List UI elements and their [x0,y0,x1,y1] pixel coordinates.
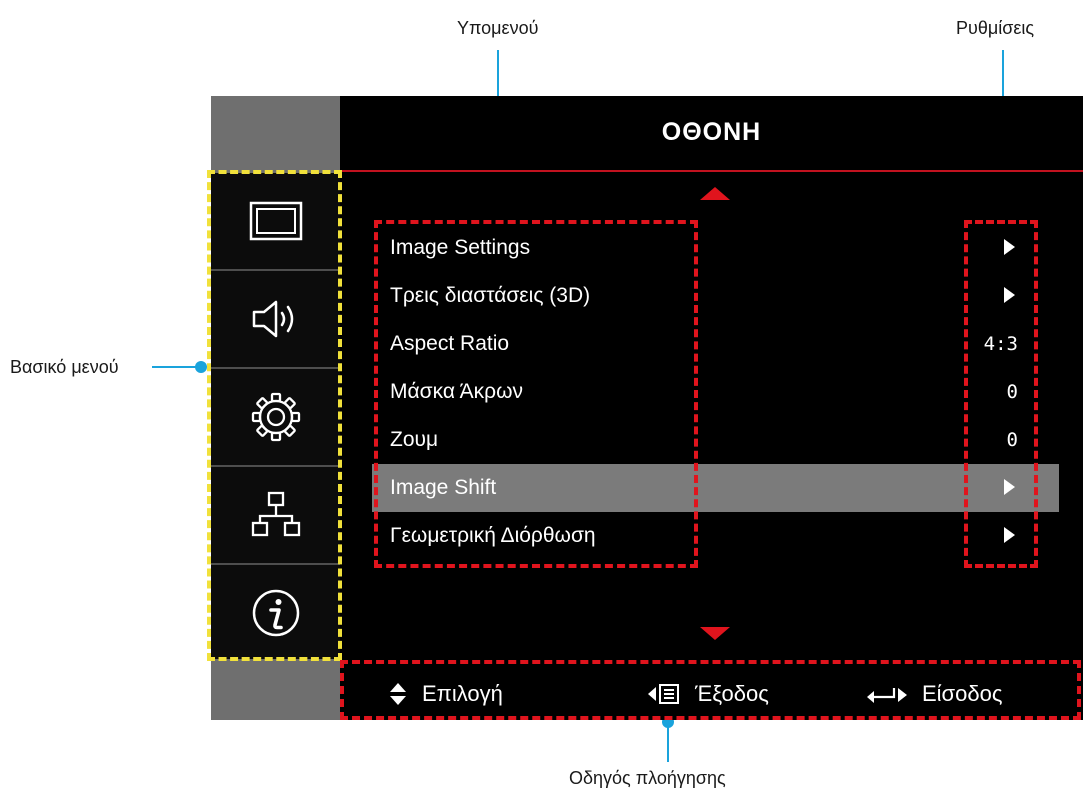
icon-separator [211,367,340,369]
submenu-item-label: Γεωμετρική Διόρθωση [390,524,596,547]
submenu-item-label: Μάσκα Άκρων [390,380,524,403]
submenu-item-image-shift[interactable]: Image Shift [372,464,1059,512]
submenu-arrow-icon [1004,287,1015,303]
submenu-arrow-icon [1004,527,1015,543]
gear-icon [251,392,300,441]
submenu-item-geometric-correction[interactable]: Γεωμετρική Διόρθωση [372,512,1059,560]
icon-separator [211,563,340,565]
submenu-arrow-icon [1004,239,1015,255]
icon-separator [211,269,340,271]
submenu-item-label: Τρεις διαστάσεις (3D) [390,284,591,307]
submenu-item-3d[interactable]: Τρεις διαστάσεις (3D) [372,272,1059,320]
nav-guide-callout-label: Οδηγός πλοήγησης [569,768,726,788]
enter-icon [867,688,907,703]
nav-select[interactable]: Επιλογή [388,677,503,711]
main-menu-item-info[interactable] [211,565,340,660]
setting-value: 0 [1006,381,1018,403]
submenu-item-label: Image Shift [390,476,497,499]
nav-exit-label: Έξοδος [695,681,769,706]
submenu-item-edge-mask[interactable]: Μάσκα Άκρων 0 [372,368,1059,416]
nav-enter[interactable]: Είσοδος [866,677,1002,711]
submenu-callout-label: Υπομενού [457,18,539,38]
setting-value: 0 [1006,429,1018,451]
up-down-arrow-icon [390,683,406,705]
nav-enter-label: Είσοδος [922,681,1003,706]
main-menu [211,173,340,659]
main-menu-item-network[interactable] [211,467,340,562]
main-menu-item-audio[interactable] [211,271,340,366]
nav-exit[interactable]: Έξοδος [647,677,769,711]
nav-guide-callout-line [667,722,669,762]
menu-back-icon [648,684,679,704]
submenu-item-aspect-ratio[interactable]: Aspect Ratio 4:3 [372,320,1059,368]
info-icon [252,589,299,636]
submenu-item-label: Aspect Ratio [390,332,510,355]
submenu-item-zoom[interactable]: Ζουμ 0 [372,416,1059,464]
title-divider [340,170,1083,172]
scroll-up-arrow[interactable] [700,187,730,200]
main-menu-callout-line [152,366,200,368]
main-menu-callout-dot [195,361,207,373]
main-menu-item-display[interactable] [211,173,340,268]
main-menu-item-setup[interactable] [211,369,340,464]
main-menu-callout-label: Βασικό μενού [10,357,119,377]
submenu-item-label: Ζουμ [390,428,439,451]
speaker-icon [252,300,293,337]
display-icon [249,201,302,240]
osd-main-panel: ΟΘΟΝΗ [340,96,1083,720]
icon-separator [211,465,340,467]
page-title: ΟΘΟΝΗ [661,118,762,146]
setting-value: 4:3 [983,333,1018,355]
nav-select-label: Επιλογή [422,681,503,706]
submenu-item-label: Image Settings [390,236,531,259]
settings-callout-label: Ρυθμίσεις [956,18,1035,38]
scroll-down-arrow[interactable] [700,627,730,640]
network-icon [251,491,300,536]
submenu-item-image-settings[interactable]: Image Settings [372,224,1059,272]
submenu-arrow-icon [1004,479,1015,495]
